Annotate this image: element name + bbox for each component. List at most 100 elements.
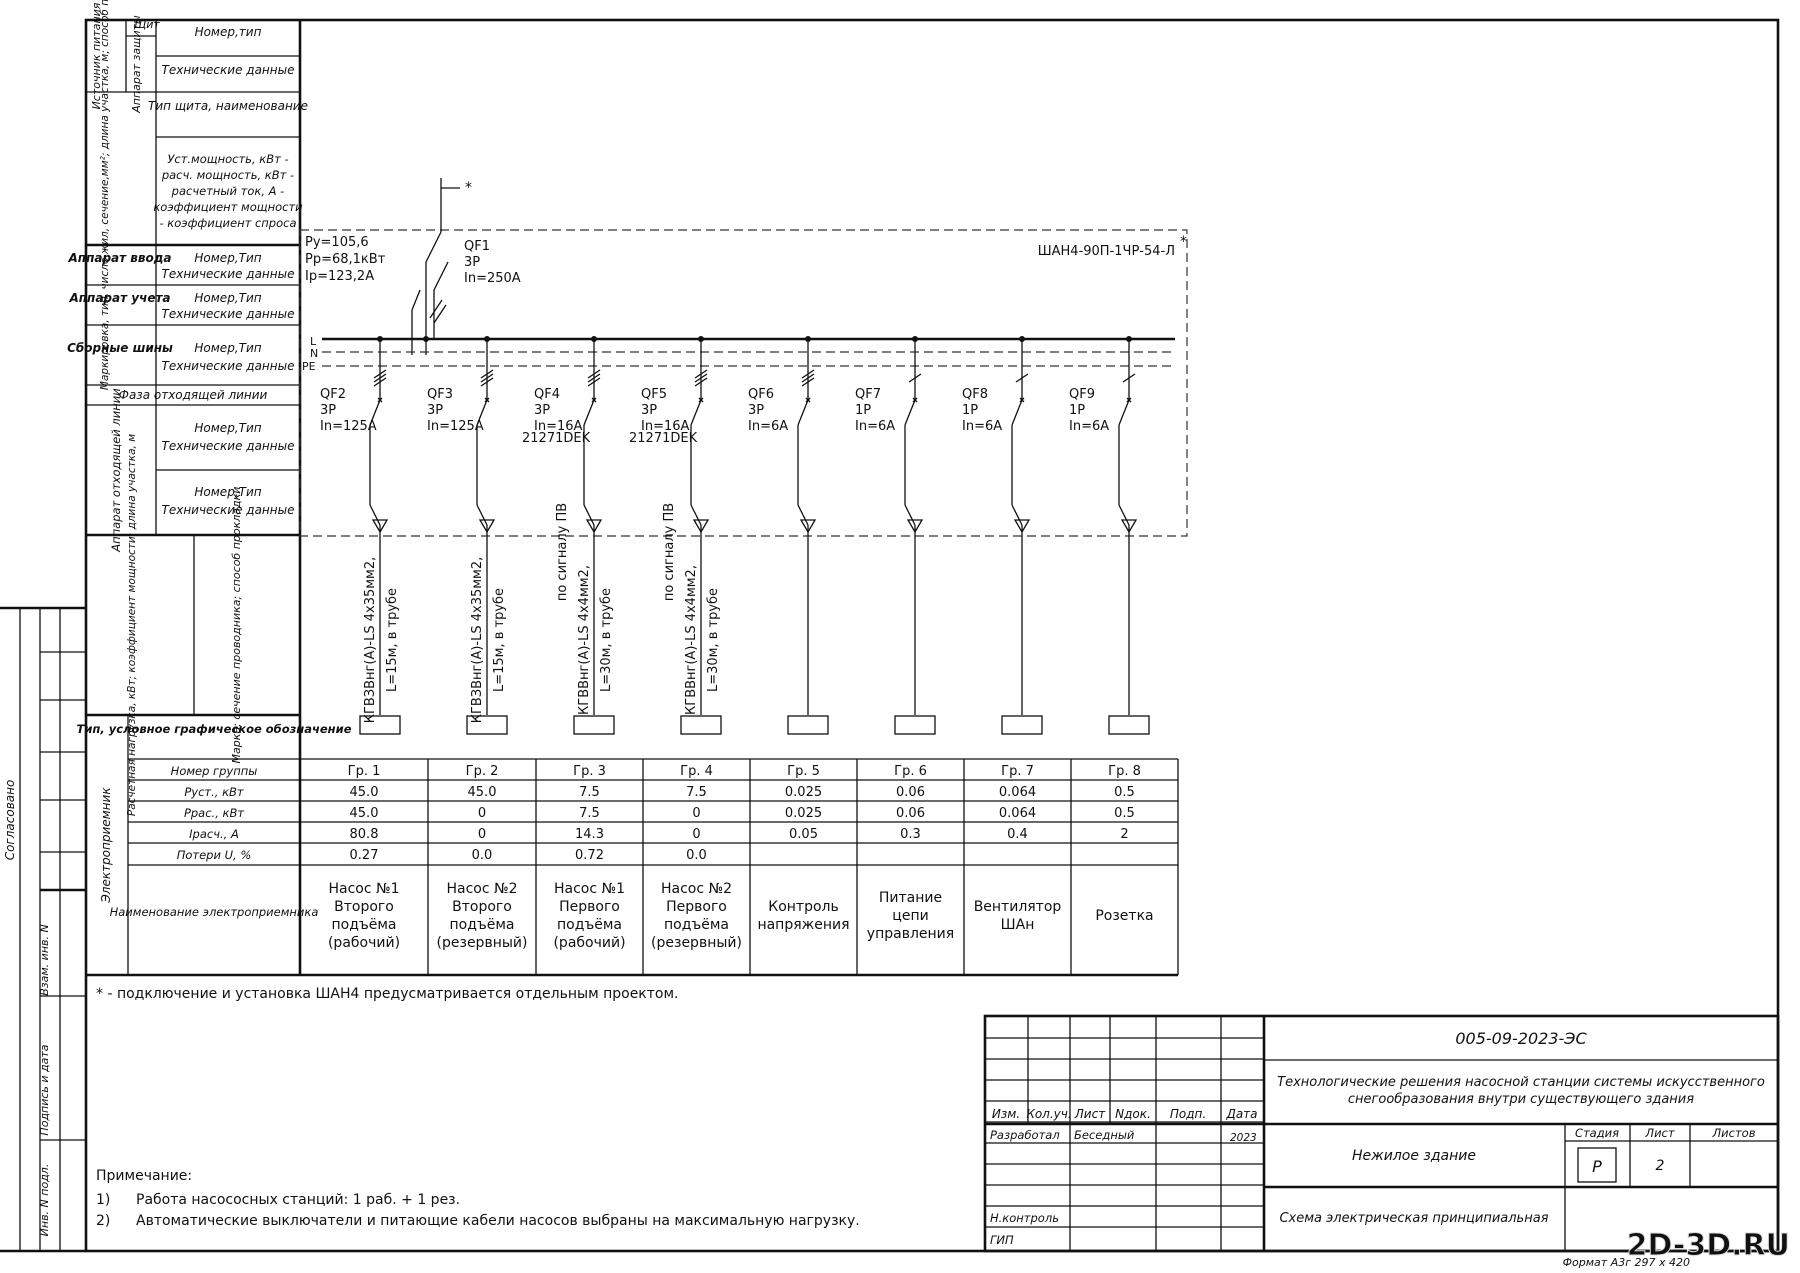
breaker-tail (690, 504, 702, 526)
norm-label: Н.контроль (990, 1211, 1059, 1225)
project-title: снегообразования внутри существующего зд… (1348, 1092, 1694, 1107)
qf1-tick (433, 304, 447, 324)
panel-star: * (1180, 234, 1187, 250)
consumer-name-line: Вентилятор (974, 899, 1062, 915)
consumer-name-line: (резервный) (651, 935, 742, 951)
breaker-name: QF3 (427, 387, 453, 402)
branch-tick (587, 377, 601, 387)
label: Номер,тип (195, 25, 262, 39)
cell-pust: 0.06 (896, 785, 925, 800)
qf1-tick (429, 299, 443, 319)
cell-prac: 45.0 (350, 806, 379, 821)
watermark: 2D-3D.RU (1627, 1228, 1790, 1263)
cell-no: Гр. 3 (573, 764, 606, 779)
signal-label: по сигналу ПВ (555, 503, 570, 601)
consumer-symbol (359, 715, 401, 735)
power-line: - коэффициент спроса (159, 216, 296, 230)
bus-node (423, 336, 429, 342)
cable-length: L=15м, в трубе (492, 588, 507, 692)
label: Номер,Тип (194, 485, 261, 499)
branch-tick (480, 369, 494, 379)
panel-boundary (299, 229, 1188, 537)
cell-prac: 0 (478, 806, 486, 821)
breaker-tail (904, 504, 916, 526)
cable-type: КГВВнг(А)-LS 4х4мм2, (577, 565, 592, 715)
branch-tick (373, 373, 387, 383)
breaker-poles: 3P (641, 403, 657, 418)
label: Номер,Тип (194, 251, 261, 265)
label: Технические данные (162, 267, 295, 281)
meter-device-label: Аппарат учета (68, 291, 170, 305)
stage-box (1577, 1147, 1617, 1183)
terminal-arrow (906, 519, 924, 534)
cell-no: Гр. 4 (680, 764, 713, 779)
marking-label: Маркировка, тип, число жил, сечение,мм²;… (99, 0, 111, 390)
inv-replace-label: Взам. инв. N (38, 924, 51, 995)
sheet-label: Лист (1644, 1126, 1674, 1140)
protect-label: Аппарат защиты (130, 15, 143, 114)
breaker-name: QF7 (855, 387, 881, 402)
consumer-name-line: (рабочий) (328, 935, 400, 951)
cell-du: 0.27 (350, 848, 379, 863)
breaker-contact (797, 399, 809, 426)
qf1-contact2 (433, 261, 449, 291)
breaker-contact (583, 399, 595, 426)
doc-code: 005-09-2023-ЭС (1455, 1029, 1587, 1048)
cell-no: Гр. 6 (894, 764, 927, 779)
year: 2023 (1230, 1132, 1257, 1144)
cell-prac: 0.06 (896, 806, 925, 821)
cell-prac: 0.025 (785, 806, 822, 821)
branch-tick (694, 377, 708, 387)
terminal-arrow (799, 519, 817, 534)
breaker-x (377, 397, 383, 403)
consumer-name-line: Насос №2 (447, 881, 518, 897)
breaker-contact (476, 399, 488, 426)
row-label-pust: Руст., кВт (184, 785, 244, 799)
cell-i: 0.3 (900, 827, 921, 842)
branch-tick (587, 369, 601, 379)
branch-tick (694, 369, 708, 379)
row-label-group_no: Номер группы (171, 764, 258, 778)
panel-id: ШАН4-90П-1ЧР-54-Л (1038, 244, 1175, 259)
label: Технические данные (162, 307, 295, 321)
developer-name: Беседный (1074, 1128, 1135, 1142)
breaker-name: QF8 (962, 387, 988, 402)
agreed-label: Согласовано (3, 780, 17, 861)
source-label: Источник питания (90, 2, 103, 109)
busbars-label: Сборные шины (67, 341, 173, 355)
consumer-name-line: управления (867, 926, 954, 942)
cell-pust: 0.064 (999, 785, 1036, 800)
terminal-arrow (585, 519, 603, 534)
tb-col-label: Дата (1225, 1107, 1257, 1121)
note-text: Работа насососных станций: 1 раб. + 1 ре… (136, 1192, 460, 1208)
project-title: Технологические решения насосной станции… (1277, 1075, 1765, 1090)
consumer-symbol (1001, 715, 1043, 735)
breaker-poles: 3P (427, 403, 443, 418)
branch-tick (908, 373, 922, 383)
sheet-value: 2 (1656, 1158, 1665, 1174)
input-device-label: Аппарат ввода (67, 251, 171, 265)
breaker-x (591, 397, 597, 403)
breaker-tail (583, 504, 595, 526)
cell-i: 0 (692, 827, 700, 842)
panel-ru: Ру=105,6 (305, 235, 369, 250)
branch-tick (480, 373, 494, 383)
consumer-symbol (894, 715, 936, 735)
tb-col-label: Кол.уч. (1026, 1107, 1071, 1121)
cable-type: КГВВнг(А)-LS 4х4мм2, (684, 565, 699, 715)
power-line: Уст.мощность, кВт - (167, 152, 288, 166)
consumer-name-line: ШАн (1001, 917, 1035, 933)
breaker-contact (1011, 399, 1023, 426)
cell-i: 0.05 (789, 827, 818, 842)
breaker-rating: In=125A (320, 419, 377, 434)
sign-date-label: Подпись и дата (38, 1044, 51, 1135)
qf1-name: QF1 (464, 239, 490, 254)
cell-i: 0.4 (1007, 827, 1028, 842)
power-line: коэффициент мощности (153, 200, 303, 214)
cell-no: Гр. 2 (466, 764, 499, 779)
power-line: расчетный ток, А - (171, 184, 285, 198)
branch-tick (373, 369, 387, 379)
breaker-contact (904, 399, 916, 426)
sheets-label: Листов (1712, 1126, 1756, 1140)
